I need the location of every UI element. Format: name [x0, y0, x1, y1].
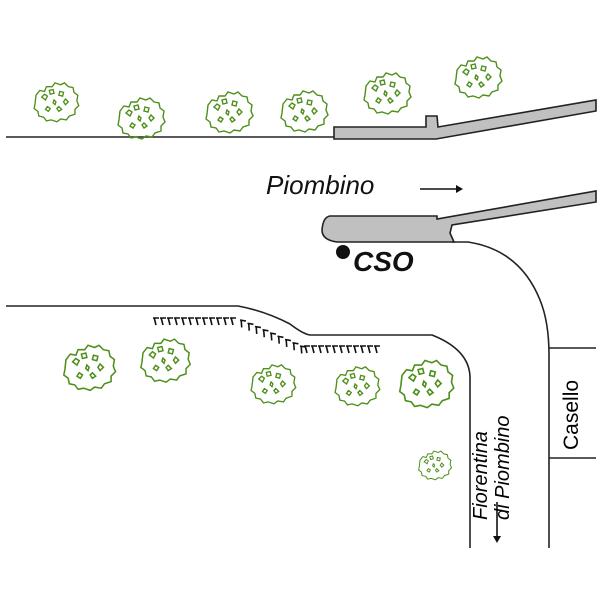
hatch-mark — [201, 317, 209, 326]
hatch-mark — [366, 345, 374, 354]
top-traffic-island — [333, 99, 597, 140]
hatch-mark — [310, 345, 318, 354]
tree-icon — [418, 450, 452, 481]
arrow-right-icon — [420, 185, 463, 193]
hatch-mark — [267, 332, 277, 342]
casello-label: Casello — [560, 379, 583, 450]
tree-icon — [363, 72, 412, 115]
hatch-mark — [222, 317, 230, 326]
hatch-mark — [282, 338, 292, 349]
tree-icon — [334, 366, 381, 407]
hatch-mark — [152, 317, 160, 326]
tree-icon — [33, 82, 80, 123]
hatch-mark — [229, 317, 237, 326]
hatch-mark — [173, 317, 181, 326]
tree-icon — [454, 56, 503, 99]
hatch-mark — [166, 317, 174, 326]
arrow-down-icon — [493, 502, 501, 543]
hatch-mark — [359, 345, 367, 354]
tree-icon — [280, 90, 329, 133]
tree-icon — [117, 97, 166, 140]
hatch-mark — [290, 341, 300, 352]
hatch-mark — [215, 317, 223, 326]
hatch-mark — [245, 322, 255, 332]
fiorentina-direction-label: Fiorentina di Piombino — [470, 415, 514, 520]
tree-icon — [63, 344, 117, 392]
cso-marker-dot — [336, 245, 350, 259]
cso-label: CSO — [353, 246, 414, 277]
tree-icon — [250, 364, 297, 405]
hatch-mark — [317, 345, 325, 354]
hatch-mark — [252, 325, 262, 336]
piombino-direction-label: Piombino — [266, 170, 375, 200]
hatch-mark — [159, 317, 167, 326]
hatch-mark — [194, 317, 202, 326]
tree-icon — [205, 91, 254, 134]
tree-icon — [398, 359, 455, 409]
hatch-mark — [338, 345, 346, 354]
hatch-mark — [237, 319, 247, 329]
embankment-hatch-icon — [152, 317, 381, 355]
hatch-mark — [208, 317, 216, 326]
middle-traffic-island — [321, 190, 597, 243]
hatch-mark — [303, 345, 311, 354]
hatch-mark — [180, 317, 188, 326]
fiorentina-line1: Fiorentina — [470, 431, 492, 520]
hatch-mark — [187, 317, 195, 326]
casello-box — [549, 347, 596, 459]
tree-icon — [140, 338, 191, 383]
hatch-mark — [324, 345, 332, 354]
right-road-curve — [452, 241, 550, 548]
hatch-mark — [345, 345, 353, 354]
hatch-mark — [352, 345, 360, 354]
hatch-mark — [260, 328, 270, 339]
hatch-mark — [275, 335, 285, 345]
hatch-mark — [331, 345, 339, 354]
lower-road-edge — [6, 305, 471, 548]
fiorentina-line2: di Piombino — [492, 415, 514, 520]
hatch-mark — [373, 345, 381, 354]
